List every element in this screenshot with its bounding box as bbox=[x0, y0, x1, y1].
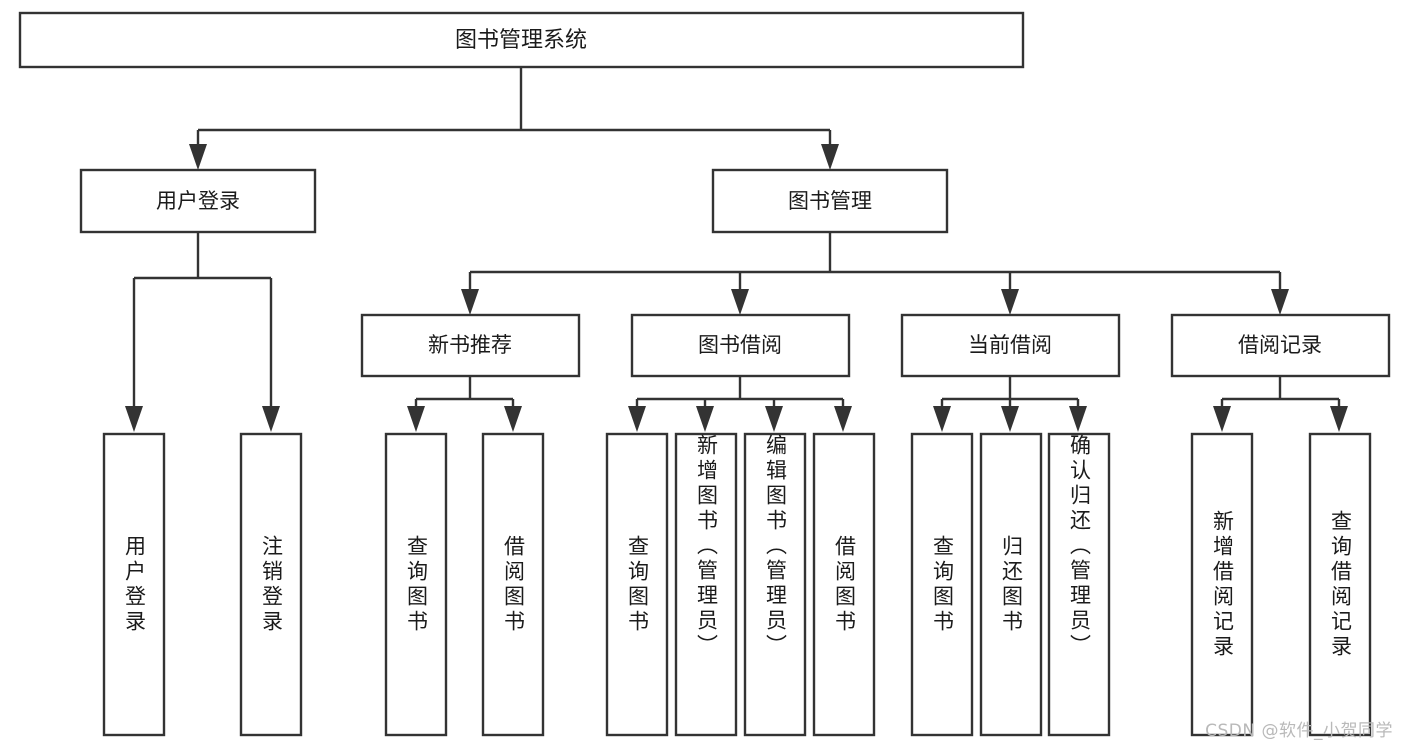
node-borrow-record[interactable]: 借阅记录 bbox=[1170, 313, 1391, 378]
node-user-login-label: 用户登录 bbox=[156, 189, 240, 213]
leaf-box-currentborrow-return[interactable] bbox=[979, 432, 1043, 737]
leaf-box-bookborrow-edit[interactable] bbox=[743, 432, 807, 737]
connectors bbox=[125, 67, 1348, 432]
arrow-bookborrow-leaf-1 bbox=[628, 406, 646, 432]
leaf-box-bookborrow-add[interactable] bbox=[674, 432, 738, 737]
node-book-borrow[interactable]: 图书借阅 bbox=[630, 313, 851, 378]
leaf-box-user-login[interactable] bbox=[102, 432, 166, 737]
arrow-bookborrow-leaf-2 bbox=[696, 406, 714, 432]
leaf-box-record-add[interactable] bbox=[1190, 432, 1254, 737]
arrow-currentborrow-leaf-1 bbox=[933, 406, 951, 432]
leaf-box-record-query[interactable] bbox=[1308, 432, 1372, 737]
arrow-to-book-borrow bbox=[731, 289, 749, 315]
arrow-to-user-login bbox=[189, 144, 207, 170]
leaf-box-bookborrow-query[interactable] bbox=[605, 432, 669, 737]
leaf-box-currentborrow-query[interactable] bbox=[910, 432, 974, 737]
node-root-label: 图书管理系统 bbox=[455, 28, 587, 53]
leaf-box-currentborrow-confirm[interactable] bbox=[1047, 432, 1111, 737]
arrow-newbook-leaf-2 bbox=[504, 406, 522, 432]
arrow-login-leaf-2 bbox=[262, 406, 280, 432]
node-current-borrow-label: 当前借阅 bbox=[968, 333, 1052, 357]
leaf-box-newbook-query[interactable] bbox=[384, 432, 448, 737]
node-book-management-label: 图书管理 bbox=[788, 189, 872, 213]
leaf-box-newbook-borrow[interactable] bbox=[481, 432, 545, 737]
arrow-to-current-borrow bbox=[1001, 289, 1019, 315]
node-book-borrow-box[interactable] bbox=[630, 313, 851, 378]
node-user-login-box[interactable] bbox=[79, 168, 317, 234]
arrow-newbook-leaf-1 bbox=[407, 406, 425, 432]
arrow-currentborrow-leaf-2 bbox=[1001, 406, 1019, 432]
arrow-to-new-book bbox=[461, 289, 479, 315]
node-borrow-record-label: 借阅记录 bbox=[1238, 333, 1322, 357]
arrow-login-leaf-1 bbox=[125, 406, 143, 432]
node-root[interactable]: 图书管理系统 bbox=[18, 11, 1025, 69]
arrow-to-borrow-record bbox=[1271, 289, 1289, 315]
arrow-currentborrow-leaf-3 bbox=[1069, 406, 1087, 432]
node-book-management[interactable]: 图书管理 bbox=[711, 168, 949, 234]
leaf-box-logout[interactable] bbox=[239, 432, 303, 737]
node-new-book-recommend[interactable]: 新书推荐 bbox=[360, 313, 581, 378]
node-book-management-box[interactable] bbox=[711, 168, 949, 234]
node-current-borrow-box[interactable] bbox=[900, 313, 1121, 378]
node-book-borrow-label: 图书借阅 bbox=[698, 333, 782, 357]
arrow-bookborrow-leaf-3 bbox=[765, 406, 783, 432]
node-user-login[interactable]: 用户登录 bbox=[79, 168, 317, 234]
arrow-to-book-management bbox=[821, 144, 839, 170]
node-current-borrow[interactable]: 当前借阅 bbox=[900, 313, 1121, 378]
node-new-book-recommend-box[interactable] bbox=[360, 313, 581, 378]
node-new-book-recommend-label: 新书推荐 bbox=[428, 333, 512, 357]
node-root-box[interactable] bbox=[18, 11, 1025, 69]
arrow-borrowrecord-leaf-1 bbox=[1213, 406, 1231, 432]
arrow-borrowrecord-leaf-2 bbox=[1330, 406, 1348, 432]
watermark: CSDN @软件_小贺同学 bbox=[1205, 721, 1393, 741]
arrow-bookborrow-leaf-4 bbox=[834, 406, 852, 432]
leaf-boxes bbox=[102, 432, 1372, 737]
leaf-box-bookborrow-lend[interactable] bbox=[812, 432, 876, 737]
node-borrow-record-box[interactable] bbox=[1170, 313, 1391, 378]
